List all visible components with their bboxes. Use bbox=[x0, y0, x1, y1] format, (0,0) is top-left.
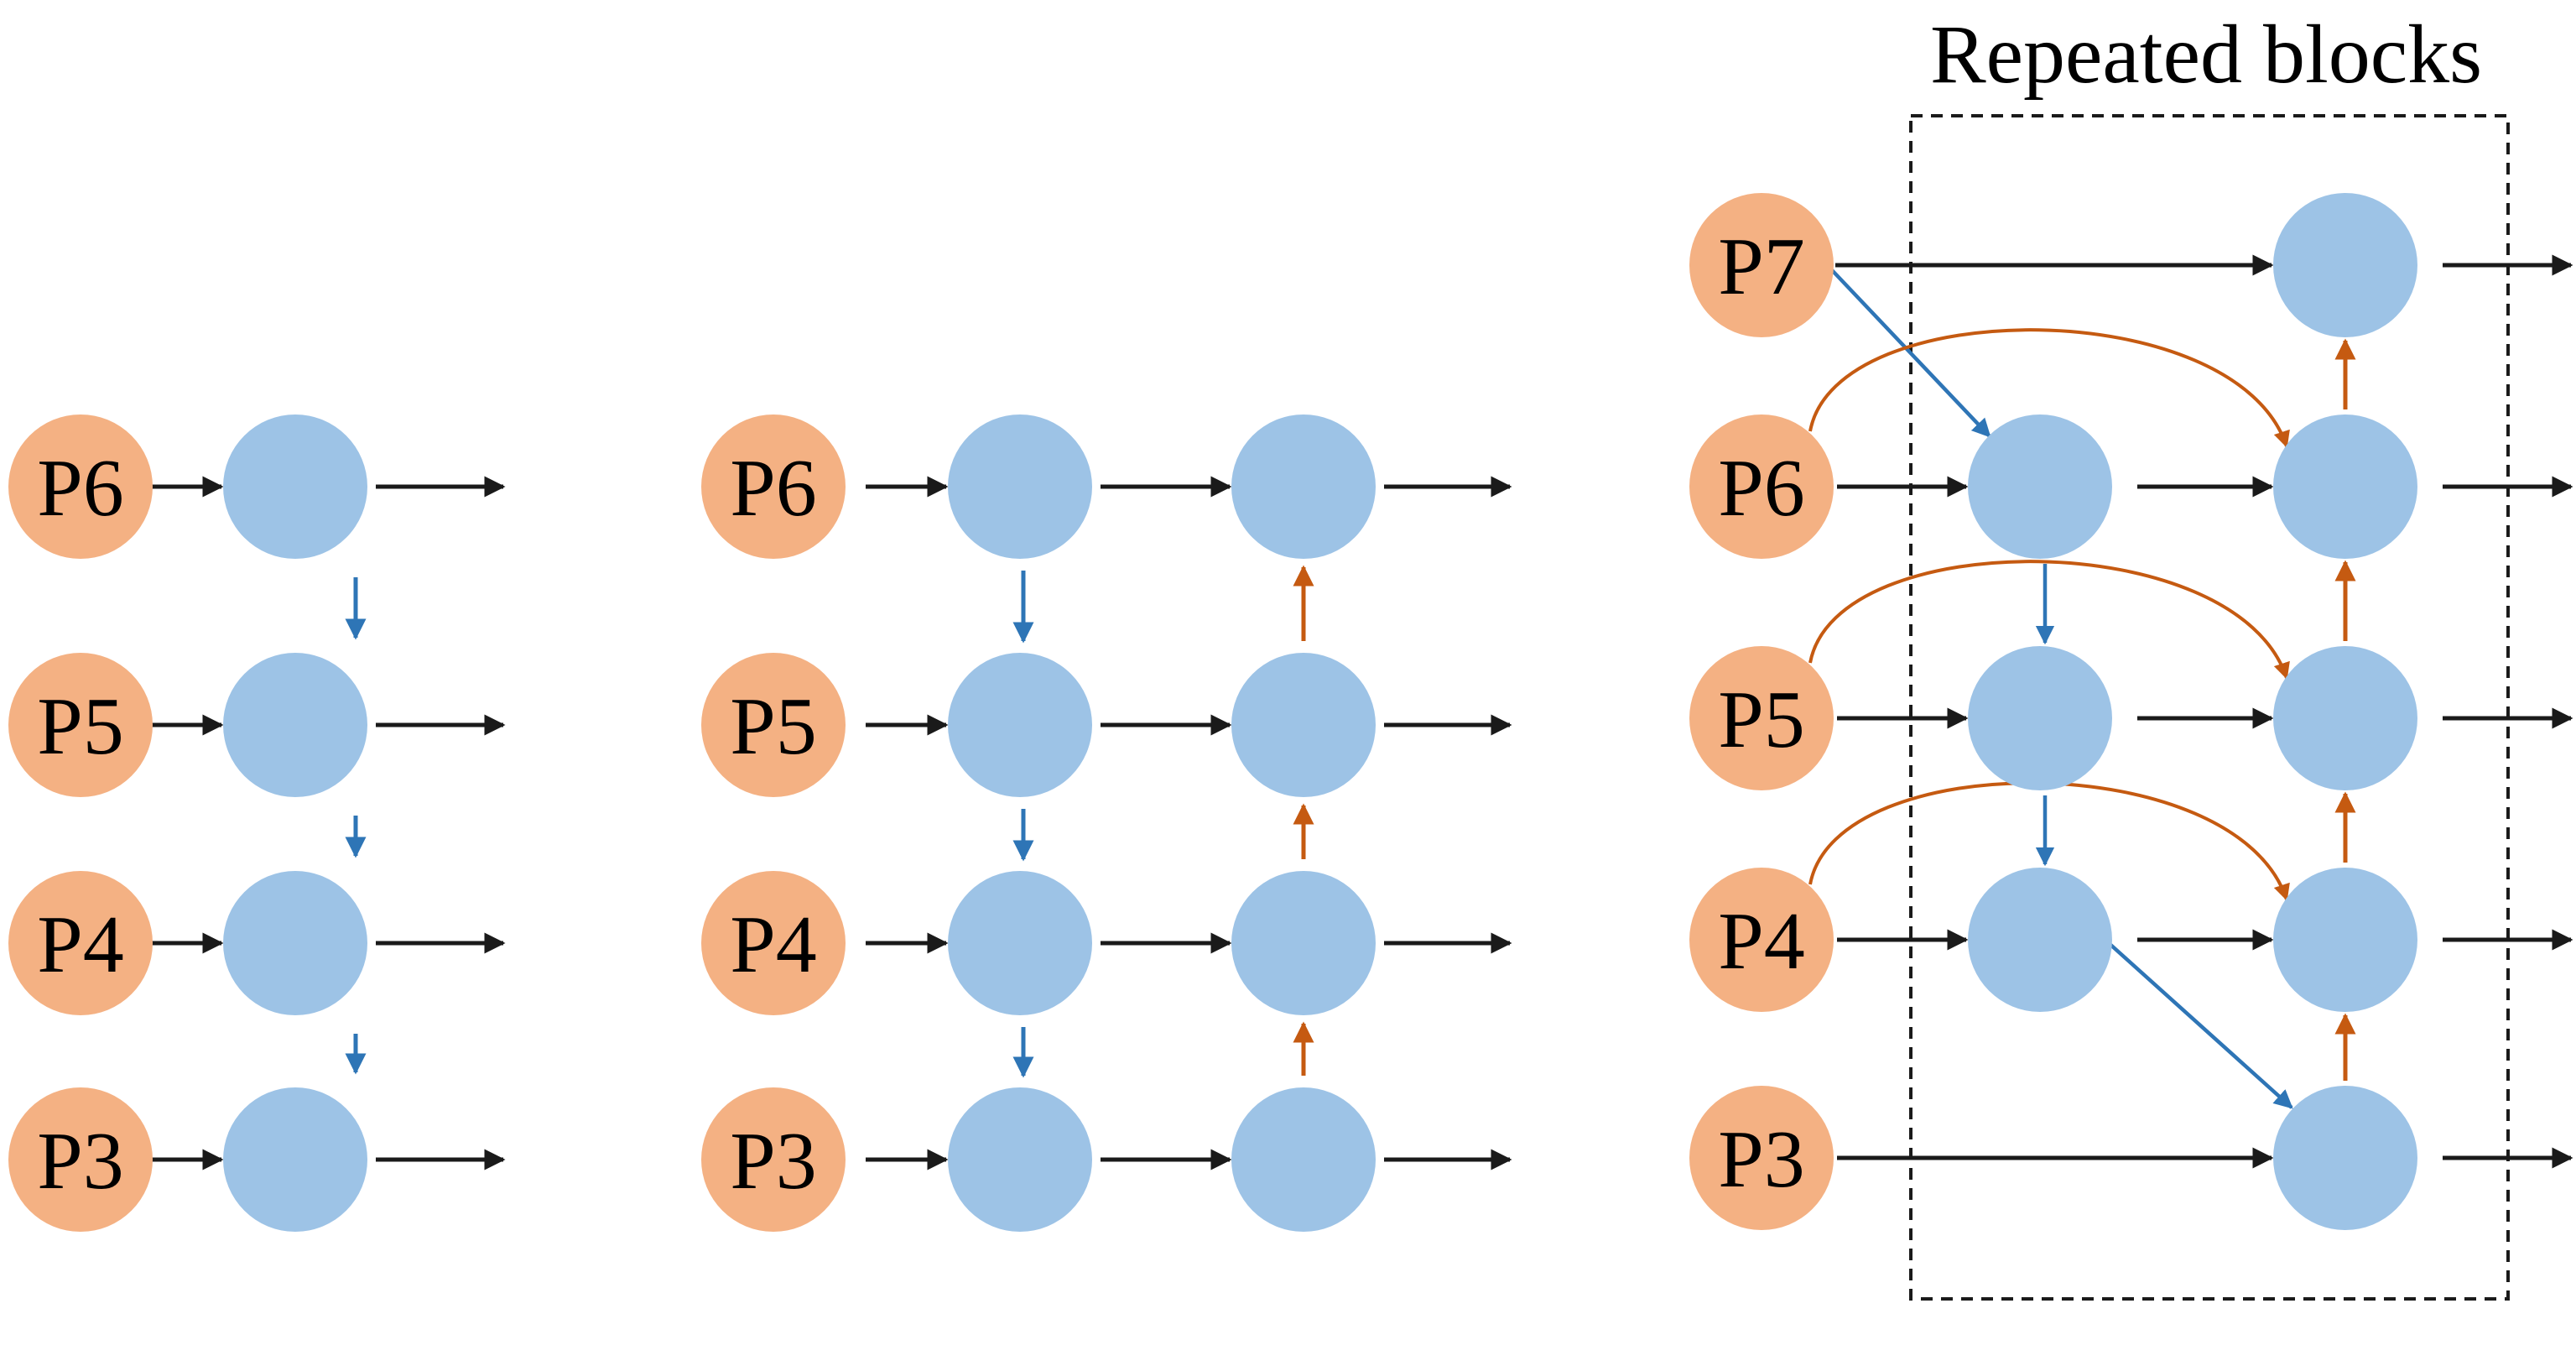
bifpn-out-node-p7 bbox=[2273, 193, 2417, 337]
repeated-block-box bbox=[1909, 114, 2510, 1301]
input-node-circle bbox=[8, 1087, 153, 1232]
bifpn-topdown-p4-p3 bbox=[2107, 941, 2293, 1109]
edges-layer bbox=[151, 254, 2573, 1170]
repeated-blocks-title: Repeated blocks bbox=[1930, 8, 2482, 101]
input-node-circle bbox=[701, 414, 846, 559]
input-node-p6: P6 bbox=[1689, 414, 1834, 559]
input-node-p4: P4 bbox=[8, 871, 153, 1015]
input-node-label: P6 bbox=[730, 443, 817, 534]
bifpn-out-node-p5 bbox=[2273, 646, 2417, 790]
bifpn-skip-curve-p6 bbox=[1808, 328, 2290, 448]
input-node-p7: P7 bbox=[1689, 193, 1834, 337]
input-node-p5: P5 bbox=[701, 653, 846, 797]
fpn-node-p5 bbox=[223, 653, 367, 797]
input-node-circle bbox=[8, 414, 153, 559]
input-node-label: P4 bbox=[37, 899, 124, 990]
input-node-p4: P4 bbox=[1689, 868, 1834, 1012]
input-node-circle bbox=[1689, 868, 1834, 1012]
bifpn-mid-node-p6 bbox=[1968, 414, 2112, 559]
input-node-label: P5 bbox=[37, 681, 124, 772]
input-node-p5: P5 bbox=[1689, 646, 1834, 790]
fpn-node-p3 bbox=[223, 1087, 367, 1232]
input-node-label: P5 bbox=[730, 681, 817, 772]
input-node-label: P3 bbox=[1718, 1114, 1805, 1205]
panet-bu-node-p4 bbox=[1231, 871, 1376, 1015]
input-node-label: P6 bbox=[37, 443, 124, 534]
input-node-p6: P6 bbox=[8, 414, 153, 559]
input-node-circle bbox=[1689, 193, 1834, 337]
fpn-node-p6 bbox=[223, 414, 367, 559]
input-node-label: P6 bbox=[1718, 443, 1805, 534]
panet-bu-node-p3 bbox=[1231, 1087, 1376, 1232]
input-node-p3: P3 bbox=[8, 1087, 153, 1232]
input-node-p3: P3 bbox=[1689, 1086, 1834, 1230]
input-node-circle bbox=[701, 871, 846, 1015]
bifpn-mid-node-p5 bbox=[1968, 646, 2112, 790]
input-node-circle bbox=[701, 653, 846, 797]
input-node-p6: P6 bbox=[701, 414, 846, 559]
bifpn-out-node-p6 bbox=[2273, 414, 2417, 559]
bifpn-mid-node-p4 bbox=[1968, 868, 2112, 1012]
panet-td-node-p3 bbox=[948, 1087, 1092, 1232]
panet-bu-node-p5 bbox=[1231, 653, 1376, 797]
input-node-label: P4 bbox=[730, 899, 817, 990]
input-node-label: P4 bbox=[1718, 896, 1805, 987]
input-node-circle bbox=[1689, 414, 1834, 559]
input-node-circle bbox=[1689, 646, 1834, 790]
bifpn-out-node-p4 bbox=[2273, 868, 2417, 1012]
input-node-label: P5 bbox=[1718, 675, 1805, 765]
panet-td-node-p6 bbox=[948, 414, 1092, 559]
input-node-label: P7 bbox=[1718, 222, 1805, 312]
input-node-p5: P5 bbox=[8, 653, 153, 797]
input-node-circle bbox=[8, 653, 153, 797]
input-node-circle bbox=[1689, 1086, 1834, 1230]
input-node-label: P3 bbox=[37, 1116, 124, 1207]
input-node-label: P3 bbox=[730, 1116, 817, 1207]
bifpn-skip-curve-p5 bbox=[1808, 560, 2290, 680]
input-node-p4: P4 bbox=[701, 871, 846, 1015]
fpn-node-p4 bbox=[223, 871, 367, 1015]
panet-bu-node-p6 bbox=[1231, 414, 1376, 559]
panet-td-node-p4 bbox=[948, 871, 1092, 1015]
input-node-circle bbox=[8, 871, 153, 1015]
input-node-p3: P3 bbox=[701, 1087, 846, 1232]
bifpn-topdown-p7-p6 bbox=[1830, 269, 1991, 438]
panet-td-node-p5 bbox=[948, 653, 1092, 797]
input-node-circle bbox=[701, 1087, 846, 1232]
bifpn-out-node-p3 bbox=[2273, 1086, 2417, 1230]
